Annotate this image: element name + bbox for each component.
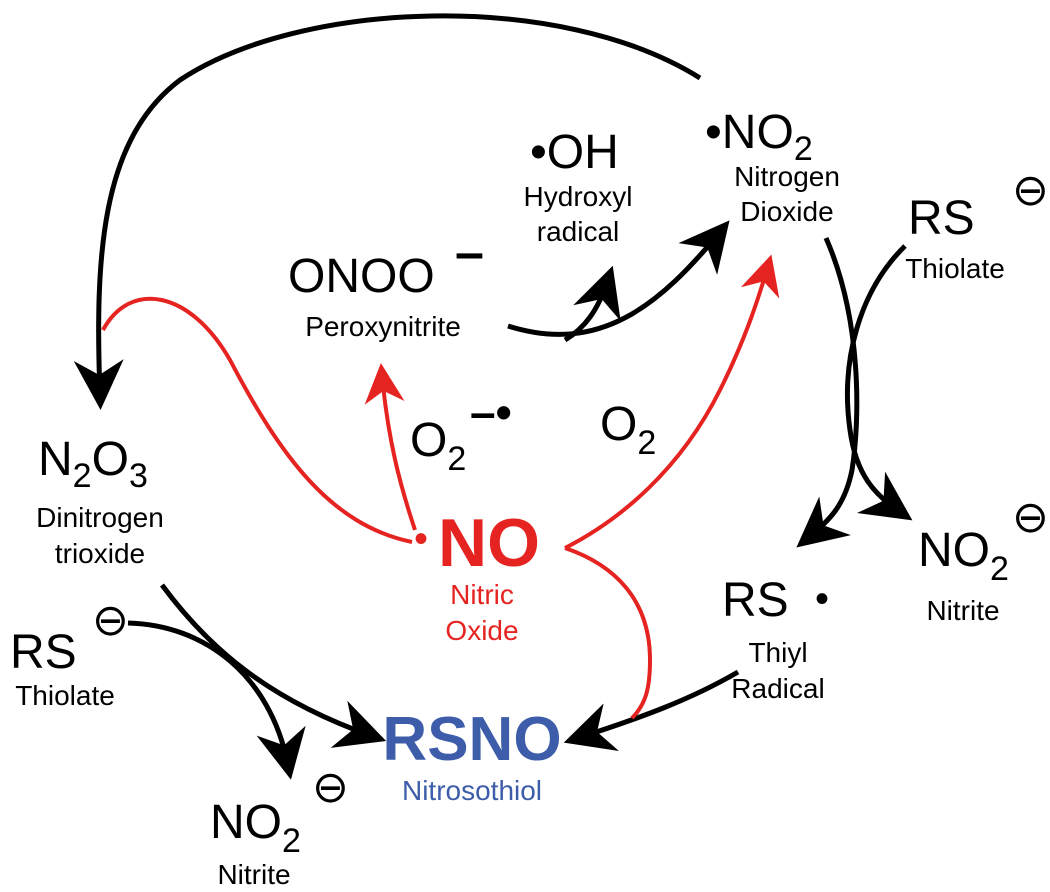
oh-label-line1: Hydroxyl <box>524 181 633 212</box>
nitrite-bottom-charge: ⊖ <box>312 763 349 812</box>
species-superoxide: O2 –• <box>410 386 512 478</box>
species-nitrite-right: NO2 ⊖ Nitrite <box>918 493 1049 626</box>
thiolate-left-label: Thiolate <box>15 680 115 711</box>
species-nitric-oxide: • NO Nitric Oxide <box>414 505 540 646</box>
superoxide-charge: –• <box>470 386 512 438</box>
n2o3-formula: N2O3 <box>38 433 148 495</box>
arrow-no-to-no2 <box>564 254 780 550</box>
thiolate-right-charge: ⊖ <box>1012 166 1049 215</box>
nitrite-bottom-label: Nitrite <box>217 859 290 890</box>
arrow-no2-to-n2o3 <box>73 13 702 410</box>
no-label-line1: Nitric <box>450 579 514 610</box>
arrow-thiolate-to-nitrite <box>845 244 913 521</box>
arrows <box>73 13 913 780</box>
line-no-to-n2o3 <box>101 296 413 544</box>
thiyl-label-line2: Radical <box>731 673 824 704</box>
nitrite-right-formula: NO2 <box>918 524 1009 588</box>
arrow-to-hydroxyl <box>563 265 621 343</box>
n2o3-label-line1: Dinitrogen <box>36 502 164 533</box>
oh-formula: •OH <box>530 126 619 179</box>
n2o3-label-line2: trioxide <box>55 538 145 569</box>
thiyl-dot: • <box>815 577 829 621</box>
nitrite-right-label: Nitrite <box>926 595 999 626</box>
rsno-formula: RSNO <box>382 705 561 774</box>
species-oxygen: O2 <box>600 398 656 462</box>
line-no-to-rsno <box>564 546 653 720</box>
thiolate-right-label: Thiolate <box>905 253 1005 284</box>
thiyl-formula: RS <box>722 574 789 627</box>
arrow-peroxynitrite-to-no2 <box>507 220 730 337</box>
species-thiolate-right: RS ⊖ Thiolate <box>905 166 1049 284</box>
species-nitrite-bottom: NO2 ⊖ Nitrite <box>210 763 349 890</box>
arrow-n2o3-to-rsno <box>159 583 387 748</box>
arrow-no-to-peroxynitrite <box>364 363 417 531</box>
peroxynitrite-label: Peroxynitrite <box>305 311 461 342</box>
thiolate-right-formula: RS <box>908 192 975 245</box>
nitrite-bottom-formula: NO2 <box>210 796 301 860</box>
no2-formula: •NO2 <box>705 106 813 168</box>
oh-label-line2: radical <box>537 216 619 247</box>
nitrite-right-charge: ⊖ <box>1012 493 1049 542</box>
peroxynitrite-formula: ONOO <box>288 250 435 303</box>
species-hydroxyl-radical: •OH Hydroxyl radical <box>524 126 633 247</box>
no-formula: NO <box>438 505 540 581</box>
thiolate-left-charge: ⊖ <box>92 596 129 645</box>
arrow-thiolate-to-nitrite-bottom <box>127 620 306 780</box>
oxygen-formula: O2 <box>600 398 656 462</box>
superoxide-formula: O2 <box>410 414 466 478</box>
peroxynitrite-charge: – <box>455 224 484 282</box>
species-dinitrogen-trioxide: N2O3 Dinitrogen trioxide <box>36 433 164 569</box>
species-thiolate-left: RS ⊖ Thiolate <box>10 596 129 711</box>
no-label-line2: Oxide <box>445 615 518 646</box>
rsno-label: Nitrosothiol <box>402 775 542 806</box>
species-nitrogen-dioxide: •NO2 Nitrogen Dioxide <box>705 106 840 227</box>
no-dot: • <box>414 517 428 561</box>
arrow-thiyl-to-rsno <box>563 669 740 752</box>
thiolate-left-formula: RS <box>10 626 77 679</box>
species-nitrosothiol: RSNO Nitrosothiol <box>382 705 561 806</box>
no2-label-line2: Dioxide <box>740 196 833 227</box>
thiyl-label-line1: Thiyl <box>748 637 807 668</box>
no2-label-line1: Nitrogen <box>734 161 840 192</box>
species-peroxynitrite: ONOO – Peroxynitrite <box>288 224 484 342</box>
species-thiyl-radical: RS • Thiyl Radical <box>722 574 829 704</box>
